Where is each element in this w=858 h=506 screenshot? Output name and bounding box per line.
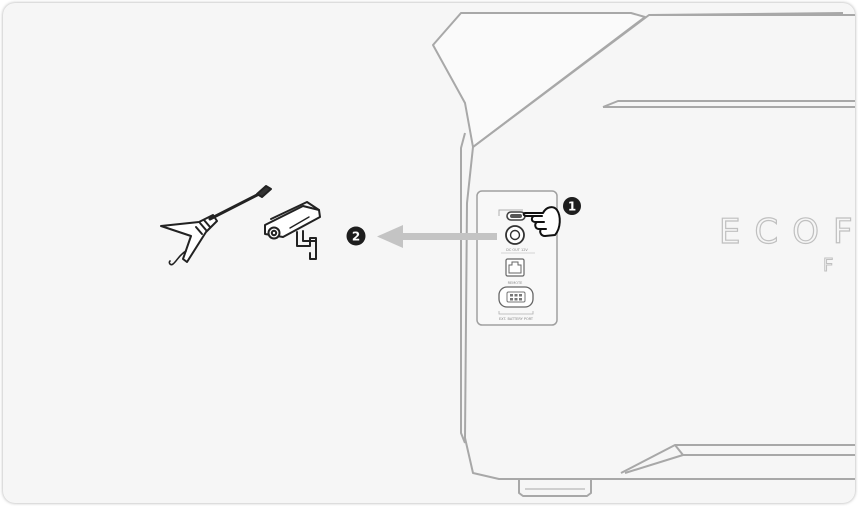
step-badge-2: 2 xyxy=(347,227,366,246)
security-camera-icon xyxy=(265,202,320,259)
step-badge-1: 1 xyxy=(563,197,581,215)
instruction-diagram: ECOF F DC OUT 12V REMOTE xyxy=(3,3,855,503)
remote-label: REMOTE xyxy=(508,281,523,285)
brand-text: ECOF xyxy=(719,212,855,252)
ext-battery-label: EXT. BATTERY PORT xyxy=(499,317,534,321)
step-1-label: 1 xyxy=(568,200,576,214)
brand-subtext: F xyxy=(823,255,833,276)
ext-battery-port[interactable] xyxy=(499,287,533,307)
electric-guitar-icon xyxy=(161,186,271,265)
dc-5521-port[interactable] xyxy=(506,226,524,244)
step-2-label: 2 xyxy=(352,230,360,244)
remote-port[interactable] xyxy=(506,259,524,276)
diagram-frame: ECOF F DC OUT 12V REMOTE xyxy=(3,3,855,503)
brand-logo: ECOF F xyxy=(719,212,855,276)
dc-out-label: DC OUT 12V xyxy=(506,248,528,252)
